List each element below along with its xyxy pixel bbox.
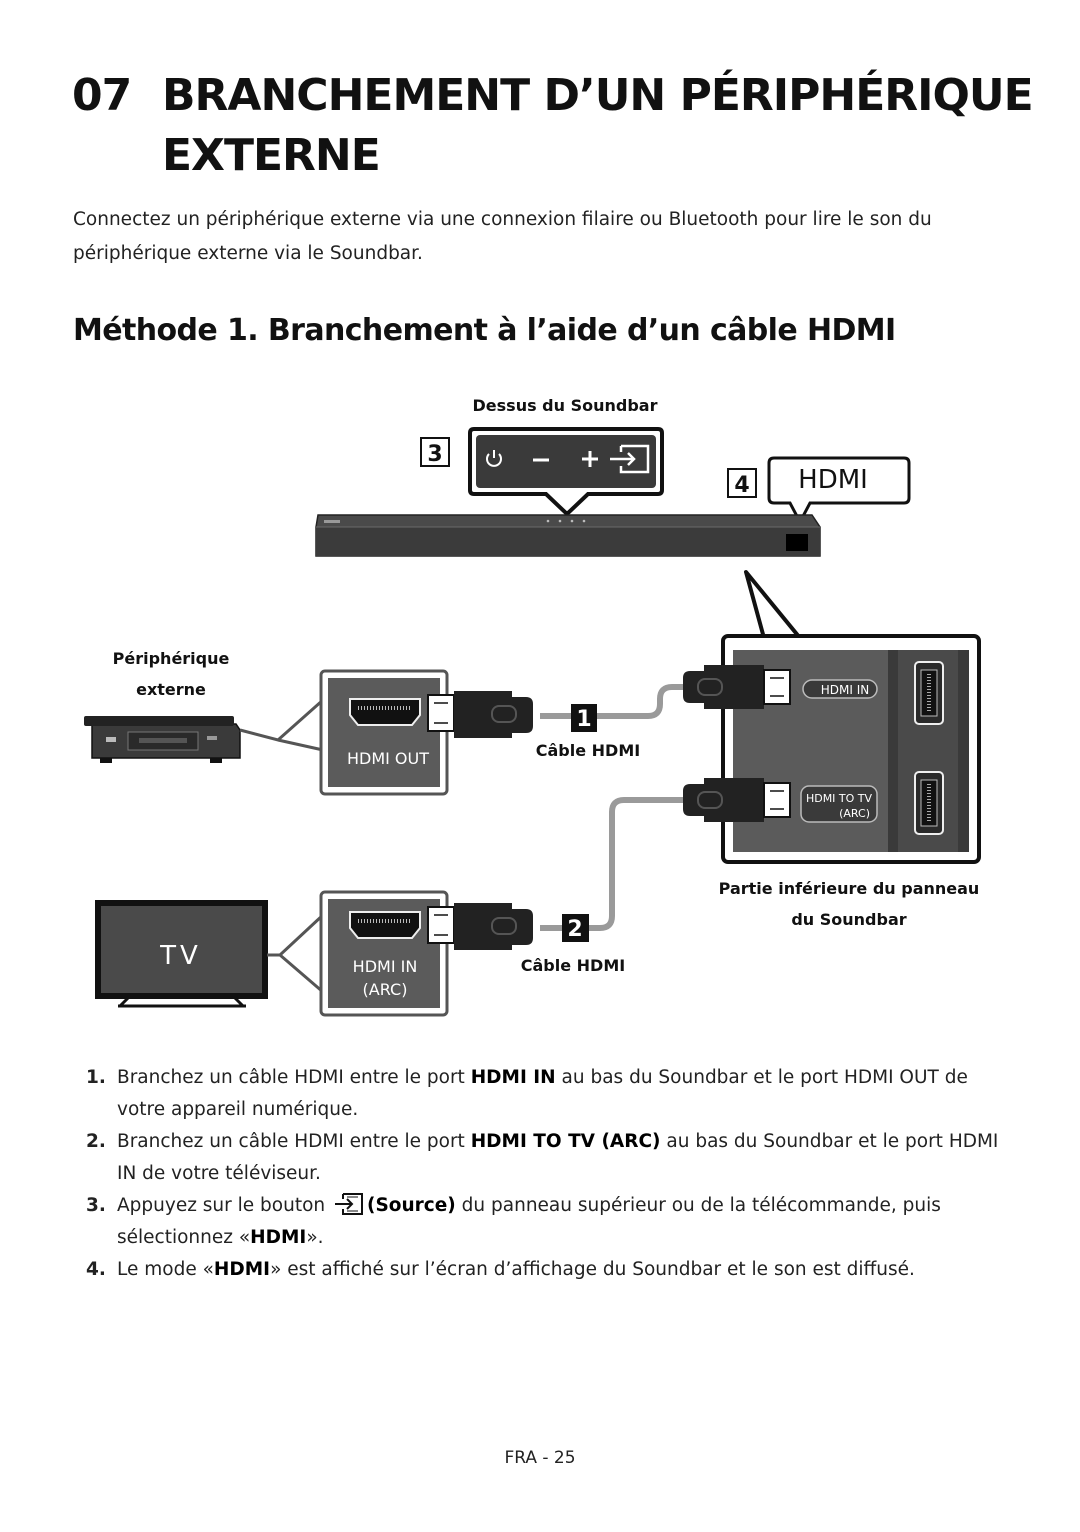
marker-1: 1 bbox=[571, 704, 597, 732]
device-label-line2: externe bbox=[136, 680, 206, 699]
soundbar bbox=[315, 514, 821, 557]
cable-plug-panel-in bbox=[683, 665, 791, 709]
instruction-list: 1.Branchez un câble HDMI entre le port H… bbox=[86, 1062, 1016, 1286]
connection-diagram: Dessus du Soundbar 3 bbox=[0, 380, 1080, 1040]
cable-label-1: Câble HDMI bbox=[536, 741, 640, 760]
source-icon bbox=[335, 1193, 364, 1215]
chapter-number: 07 bbox=[72, 70, 132, 121]
panel-pointer bbox=[727, 570, 802, 640]
cable-plug-device bbox=[427, 691, 533, 738]
intro-paragraph: Connectez un périphérique externe via un… bbox=[73, 209, 932, 264]
panel-port-tv-label-1: HDMI TO TV bbox=[806, 792, 873, 805]
panel-label-line2: du Soundbar bbox=[791, 910, 906, 929]
cable-2 bbox=[540, 797, 690, 931]
cable-plug-panel-tv bbox=[683, 778, 791, 822]
display-text: HDMI bbox=[798, 465, 868, 495]
tv: TV bbox=[95, 900, 268, 1008]
panel-port-in-label: HDMI IN bbox=[821, 683, 870, 697]
marker-4: 4 bbox=[727, 468, 757, 498]
cable-label-2: Câble HDMI bbox=[521, 956, 625, 975]
svg-text:4: 4 bbox=[734, 473, 749, 498]
plus-icon bbox=[582, 451, 598, 467]
panel-hdmi-tv-port bbox=[914, 771, 944, 835]
device-label-line1: Périphérique bbox=[113, 649, 230, 668]
tv-pointer bbox=[267, 913, 325, 994]
list-item: 1.Branchez un câble HDMI entre le port H… bbox=[86, 1067, 968, 1120]
diagram-graphics: Dessus du Soundbar 3 bbox=[84, 396, 981, 1017]
chapter-title: BRANCHEMENT D’UN PÉRIPHÉRIQUE EXTERNE bbox=[162, 70, 1034, 181]
tv-text: TV bbox=[159, 941, 202, 971]
external-device bbox=[84, 716, 241, 763]
cable-1 bbox=[540, 684, 690, 719]
svg-text:3: 3 bbox=[427, 442, 442, 467]
cable-plug-tv bbox=[427, 903, 533, 950]
panel-port-tv-label-2: (ARC) bbox=[839, 807, 870, 820]
list-item: 4.Le mode «HDMI» est affiché sur l’écran… bbox=[86, 1259, 915, 1280]
svg-text:1: 1 bbox=[576, 707, 591, 732]
list-item: 2.Branchez un câble HDMI entre le port H… bbox=[86, 1131, 999, 1184]
svg-text:2: 2 bbox=[567, 917, 582, 942]
panel-hdmi-in-port bbox=[914, 661, 944, 725]
device-pointer bbox=[239, 698, 324, 752]
port-tv-label-1: HDMI IN bbox=[353, 957, 418, 976]
marker-3: 3 bbox=[420, 437, 450, 467]
list-item: 3.Appuyez sur le bouton (Source) du pann… bbox=[86, 1190, 1016, 1254]
source-icon bbox=[610, 444, 650, 474]
port-tv-label-2: (ARC) bbox=[363, 980, 408, 999]
top-panel-label: Dessus du Soundbar bbox=[473, 396, 658, 415]
port-out-label: HDMI OUT bbox=[347, 749, 429, 768]
power-icon bbox=[486, 450, 502, 467]
marker-2: 2 bbox=[562, 914, 589, 942]
panel-label-line1: Partie inférieure du panneau bbox=[719, 879, 980, 898]
display-callout: HDMI bbox=[767, 456, 911, 526]
top-control-callout bbox=[468, 427, 664, 517]
section-title: Méthode 1. Branchement à l’aide d’un câb… bbox=[73, 313, 896, 348]
hdmi-out-port: HDMI OUT bbox=[319, 669, 449, 796]
page-number: FRA - 25 bbox=[504, 1448, 576, 1468]
hdmi-in-arc-port: HDMI IN (ARC) bbox=[319, 890, 449, 1017]
